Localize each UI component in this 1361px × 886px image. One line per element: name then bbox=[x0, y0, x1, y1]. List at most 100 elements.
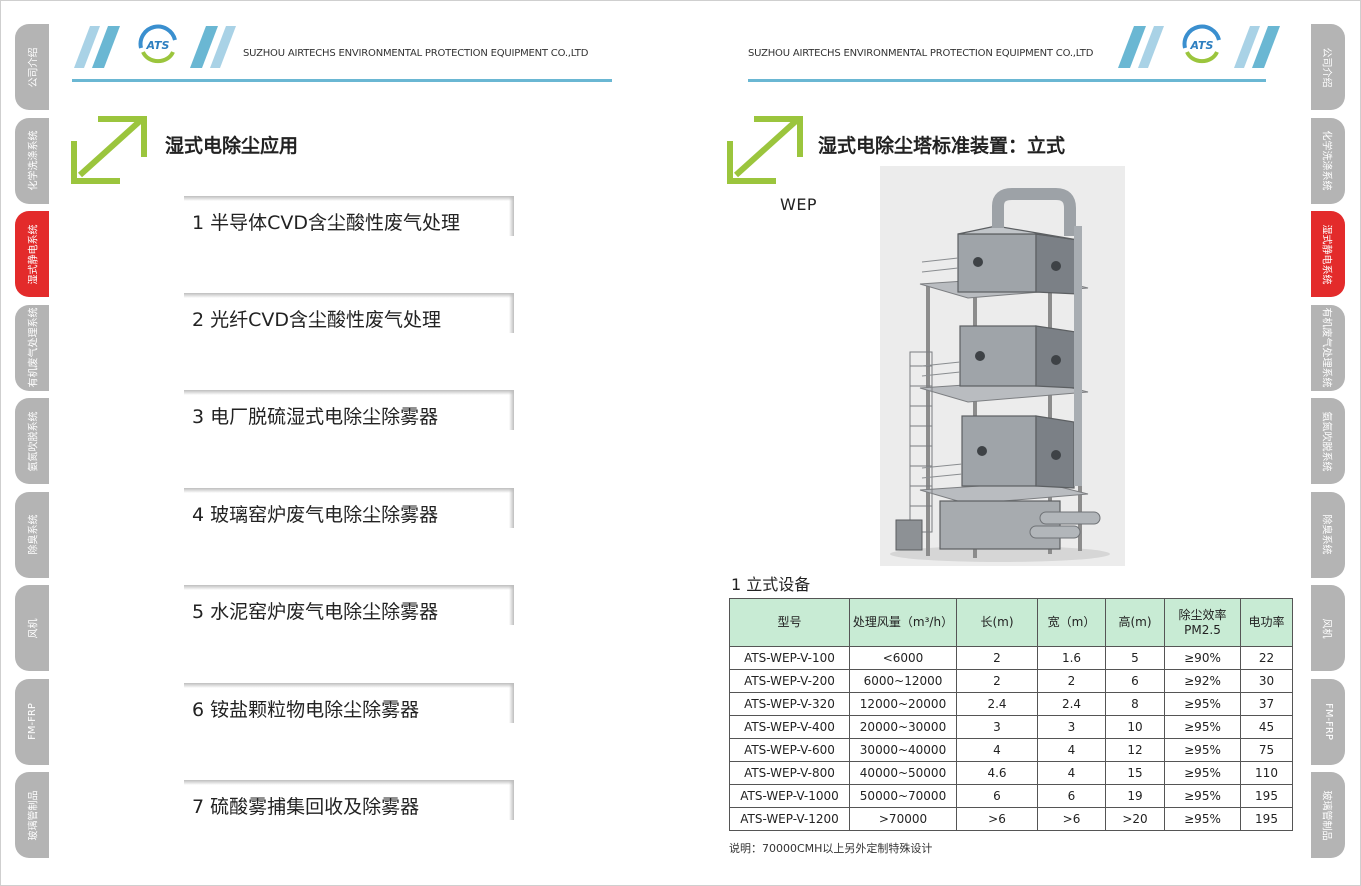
side-tab[interactable]: 公司介绍 bbox=[15, 24, 49, 110]
table-cell: 195 bbox=[1240, 807, 1293, 831]
table-cell: 6 bbox=[1105, 669, 1165, 693]
side-tab[interactable]: 除臭系统 bbox=[1311, 491, 1345, 578]
right-side-tabs: 公司介绍化学洗涤系统湿式静电系统有机废气处理系统氨氮吹脱系统除臭系统风机 FM-F… bbox=[1311, 24, 1345, 866]
table-cell: 3 bbox=[956, 715, 1038, 739]
side-tab-label: 化学洗涤系统 bbox=[1320, 130, 1332, 191]
table-cell: 19 bbox=[1105, 784, 1165, 808]
logo-text: ATS bbox=[1190, 39, 1214, 52]
table-cell: 5 bbox=[1105, 646, 1165, 670]
table-header-cell: 处理风量（m³/h） bbox=[849, 598, 957, 647]
side-tab-label: 公司介绍 bbox=[1320, 47, 1332, 87]
side-tab[interactable]: 风机 bbox=[15, 585, 49, 671]
table-cell: 75 bbox=[1240, 738, 1293, 762]
wep-label: WEP bbox=[780, 195, 818, 214]
table-cell: 6 bbox=[956, 784, 1038, 808]
side-tab[interactable]: 风机 bbox=[1311, 585, 1345, 671]
side-tab[interactable]: FM-FRP bbox=[15, 678, 49, 765]
application-label: 3 电厂脱硫湿式电除尘除雾器 bbox=[192, 406, 439, 428]
double-arrow-icon bbox=[71, 116, 147, 184]
table-cell: ≥95% bbox=[1164, 807, 1241, 831]
side-tab-label: FM-FRP bbox=[1322, 703, 1334, 740]
table-cell: 2 bbox=[956, 646, 1038, 670]
table-cell: ≥92% bbox=[1164, 669, 1241, 693]
company-logo-icon: ATS bbox=[138, 24, 177, 64]
table-cell: 12 bbox=[1105, 738, 1165, 762]
table-cell: 4.6 bbox=[956, 761, 1038, 785]
table-cell: 2.4 bbox=[956, 692, 1038, 716]
table-cell: 2 bbox=[956, 669, 1038, 693]
table-cell: 10 bbox=[1105, 715, 1165, 739]
side-tab-label: 风机 bbox=[28, 618, 40, 638]
table-cell: 1.6 bbox=[1037, 646, 1106, 670]
table-cell: >20 bbox=[1105, 807, 1165, 831]
application-label: 6 铵盐颗粒物电除尘除雾器 bbox=[192, 699, 420, 721]
table-note: 说明：70000CMH以上另外定制特殊设计 bbox=[729, 842, 933, 855]
side-tab-label: 风机 bbox=[1320, 618, 1332, 638]
table-cell: ATS-WEP-V-1200 bbox=[729, 807, 850, 831]
table-header-cell: 长(m) bbox=[956, 598, 1038, 647]
side-tab-label: 公司介绍 bbox=[28, 47, 40, 87]
application-label: 5 水泥窑炉废气电除尘除雾器 bbox=[192, 601, 439, 623]
left-side-tabs: 公司介绍化学洗涤系统湿式静电系统有机废气处理系统氨氮吹脱系统除臭系统风机 FM-F… bbox=[15, 24, 49, 866]
table-cell: 45 bbox=[1240, 715, 1293, 739]
table-cell: 2.4 bbox=[1037, 692, 1106, 716]
side-tab[interactable]: 湿式静电系统 bbox=[15, 211, 49, 297]
side-tab[interactable]: 除臭系统 bbox=[15, 491, 49, 578]
company-name-right: SUZHOU AIRTECHS ENVIRONMENTAL PROTECTION… bbox=[748, 48, 1094, 59]
table-cell: 22 bbox=[1240, 646, 1293, 670]
side-tab-label: 湿式静电系统 bbox=[28, 224, 40, 284]
side-tab[interactable]: 化学洗涤系统 bbox=[15, 117, 49, 204]
table-row: ATS-WEP-V-1200>70000>6>6>20≥95%195 bbox=[729, 807, 1293, 831]
side-tab-label: 除臭系统 bbox=[1320, 514, 1332, 555]
table-cell: ≥95% bbox=[1164, 784, 1241, 808]
header-slashes-icon bbox=[74, 26, 120, 68]
side-tab[interactable]: FM-FRP bbox=[1311, 678, 1345, 765]
application-label: 2 光纤CVD含尘酸性废气处理 bbox=[192, 309, 442, 331]
table-cell: 40000~50000 bbox=[849, 761, 957, 785]
table-cell: <6000 bbox=[849, 646, 957, 670]
table-cell: 6 bbox=[1037, 784, 1106, 808]
double-arrow-icon bbox=[727, 116, 803, 184]
table-cell: >6 bbox=[956, 807, 1038, 831]
table-cell: ≥90% bbox=[1164, 646, 1241, 670]
side-tab-label: FM-FRP bbox=[26, 703, 38, 740]
header-divider-left bbox=[72, 79, 612, 82]
table-header-cell: 宽（m） bbox=[1037, 598, 1106, 647]
side-tab[interactable]: 化学洗涤系统 bbox=[1311, 117, 1345, 204]
side-tab[interactable]: 氨氮吹脱系统 bbox=[15, 398, 49, 484]
table-cell: 3 bbox=[1037, 715, 1106, 739]
side-tab[interactable]: 公司介绍 bbox=[1311, 24, 1345, 110]
table-cell: 110 bbox=[1240, 761, 1293, 785]
side-tab-label: 有机废气处理系统 bbox=[28, 307, 40, 388]
side-tab-label: 玻璃管制品 bbox=[1320, 790, 1332, 840]
table-header-cell: 高(m) bbox=[1105, 598, 1165, 647]
table-cell: ATS-WEP-V-320 bbox=[729, 692, 850, 716]
table-cell: 6000~12000 bbox=[849, 669, 957, 693]
application-label: 7 硫酸雾捕集回收及除雾器 bbox=[192, 796, 420, 818]
application-item: 6 铵盐颗粒物电除尘除雾器 bbox=[184, 683, 514, 723]
application-label: 4 玻璃窑炉废气电除尘除雾器 bbox=[192, 504, 439, 526]
table-cell: ≥95% bbox=[1164, 715, 1241, 739]
table-header-cell: 电功率 bbox=[1240, 598, 1293, 647]
application-item: 4 玻璃窑炉废气电除尘除雾器 bbox=[184, 488, 514, 528]
table-cell: 30 bbox=[1240, 669, 1293, 693]
side-tab[interactable]: 湿式静电系统 bbox=[1311, 211, 1345, 297]
side-tab-label: 氨氮吹脱系统 bbox=[28, 411, 40, 471]
table-header-cell: 型号 bbox=[729, 598, 850, 647]
side-tab[interactable]: 玻璃管制品 bbox=[1311, 772, 1345, 858]
table-cell: 4 bbox=[1037, 761, 1106, 785]
table-header-row: 型号 处理风量（m³/h） 长(m) 宽（m） 高(m) 除尘效率PM2.5 电… bbox=[729, 598, 1293, 647]
table-cell: 4 bbox=[1037, 738, 1106, 762]
left-page-title: 湿式电除尘应用 bbox=[165, 135, 299, 157]
side-tab-label: 氨氮吹脱系统 bbox=[1320, 411, 1332, 471]
side-tab[interactable]: 玻璃管制品 bbox=[15, 772, 49, 858]
side-tab[interactable]: 有机废气处理系统 bbox=[1311, 304, 1345, 391]
side-tab[interactable]: 有机废气处理系统 bbox=[15, 304, 49, 391]
application-item: 5 水泥窑炉废气电除尘除雾器 bbox=[184, 585, 514, 625]
table-cell: 4 bbox=[956, 738, 1038, 762]
side-tab[interactable]: 氨氮吹脱系统 bbox=[1311, 398, 1345, 484]
table-cell: 50000~70000 bbox=[849, 784, 957, 808]
